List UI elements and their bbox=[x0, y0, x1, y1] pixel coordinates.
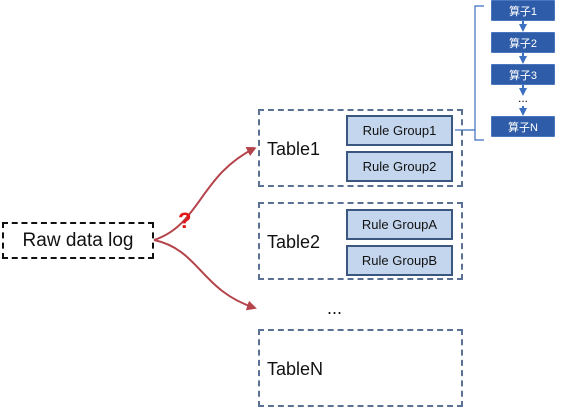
operator-3[interactable]: 算子3 bbox=[491, 64, 555, 85]
operators-ellipsis: ... bbox=[518, 91, 529, 105]
rule-group-a-label: Rule GroupA bbox=[361, 217, 438, 232]
operator-2-label: 算子2 bbox=[508, 37, 538, 50]
table1-label: Table1 bbox=[267, 139, 321, 159]
raw-data-log-label: Raw data log bbox=[22, 229, 134, 251]
operator-n-label: 算子N bbox=[508, 121, 538, 134]
rule-group-1[interactable]: Rule Group1 bbox=[346, 115, 453, 146]
tables-ellipsis: ... bbox=[327, 298, 343, 318]
operator-bracket bbox=[455, 5, 484, 141]
rule-group-2[interactable]: Rule Group2 bbox=[346, 151, 453, 182]
table1-box bbox=[258, 109, 463, 187]
tablen-label: TableN bbox=[267, 359, 324, 379]
rule-group-1-label: Rule Group1 bbox=[362, 123, 437, 138]
raw-data-log-box: Raw data log bbox=[2, 222, 154, 259]
operator-1[interactable]: 算子1 bbox=[491, 0, 555, 21]
arrow-to-tablen bbox=[153, 239, 257, 311]
rule-group-b[interactable]: Rule GroupB bbox=[346, 245, 453, 276]
rule-group-b-label: Rule GroupB bbox=[361, 253, 438, 268]
table2-box bbox=[258, 202, 463, 280]
operator-n[interactable]: 算子N bbox=[491, 116, 555, 137]
tablen-box bbox=[258, 329, 463, 407]
arrow-to-table1 bbox=[153, 147, 257, 241]
question-mark: ? bbox=[178, 208, 192, 233]
rule-group-2-label: Rule Group2 bbox=[362, 159, 437, 174]
operator-1-label: 算子1 bbox=[508, 5, 538, 18]
table2-label: Table2 bbox=[267, 232, 321, 252]
rule-group-a[interactable]: Rule GroupA bbox=[346, 209, 453, 240]
operator-3-label: 算子3 bbox=[508, 69, 538, 82]
operator-2[interactable]: 算子2 bbox=[491, 32, 555, 53]
